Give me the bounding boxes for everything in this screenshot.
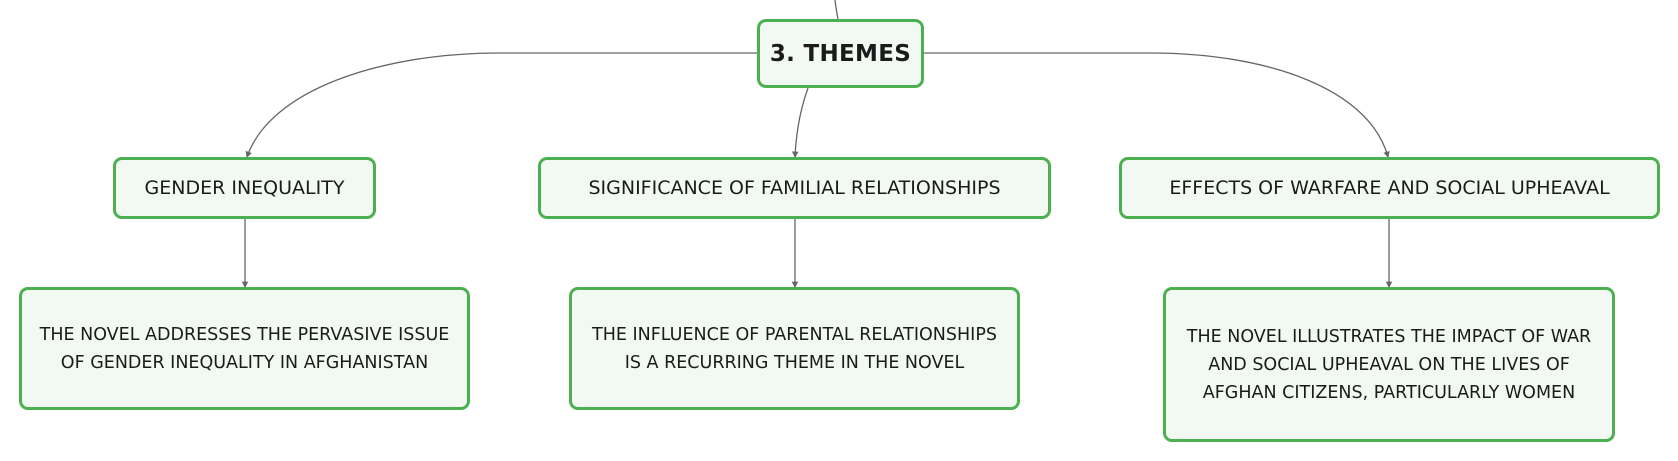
theme-node-label: EFFECTS OF WARFARE AND SOCIAL UPHEAVAL [1169,177,1610,199]
detail-node-warfare-social-upheaval[interactable]: THE NOVEL ILLUSTRATES THE IMPACT OF WAR … [1163,287,1615,442]
detail-node-text: THE NOVEL ADDRESSES THE PERVASIVE ISSUE … [39,324,450,373]
detail-node-text: THE NOVEL ILLUSTRATES THE IMPACT OF WAR … [1186,326,1592,403]
connector-parent-to-root [834,0,839,20]
theme-node-gender-inequality[interactable]: GENDER INEQUALITY [113,157,376,219]
theme-node-warfare-social-upheaval[interactable]: EFFECTS OF WARFARE AND SOCIAL UPHEAVAL [1119,157,1660,219]
root-node-themes[interactable]: 3. THEMES [757,19,924,88]
detail-node-gender-inequality[interactable]: THE NOVEL ADDRESSES THE PERVASIVE ISSUE … [19,287,470,410]
connector-root-to-theme-warfare [924,52,1390,159]
theme-node-label: GENDER INEQUALITY [144,177,345,199]
connector-root-to-theme-gender [245,52,757,159]
connector-root-to-theme-familial [792,87,809,159]
detail-node-text: THE INFLUENCE OF PARENTAL RELATIONSHIPS … [592,324,997,373]
detail-node-familial-relationships[interactable]: THE INFLUENCE OF PARENTAL RELATIONSHIPS … [569,287,1020,410]
root-node-label: 3. THEMES [769,40,912,67]
theme-node-label: SIGNIFICANCE OF FAMILIAL RELATIONSHIPS [588,177,1001,199]
theme-node-familial-relationships[interactable]: SIGNIFICANCE OF FAMILIAL RELATIONSHIPS [538,157,1051,219]
